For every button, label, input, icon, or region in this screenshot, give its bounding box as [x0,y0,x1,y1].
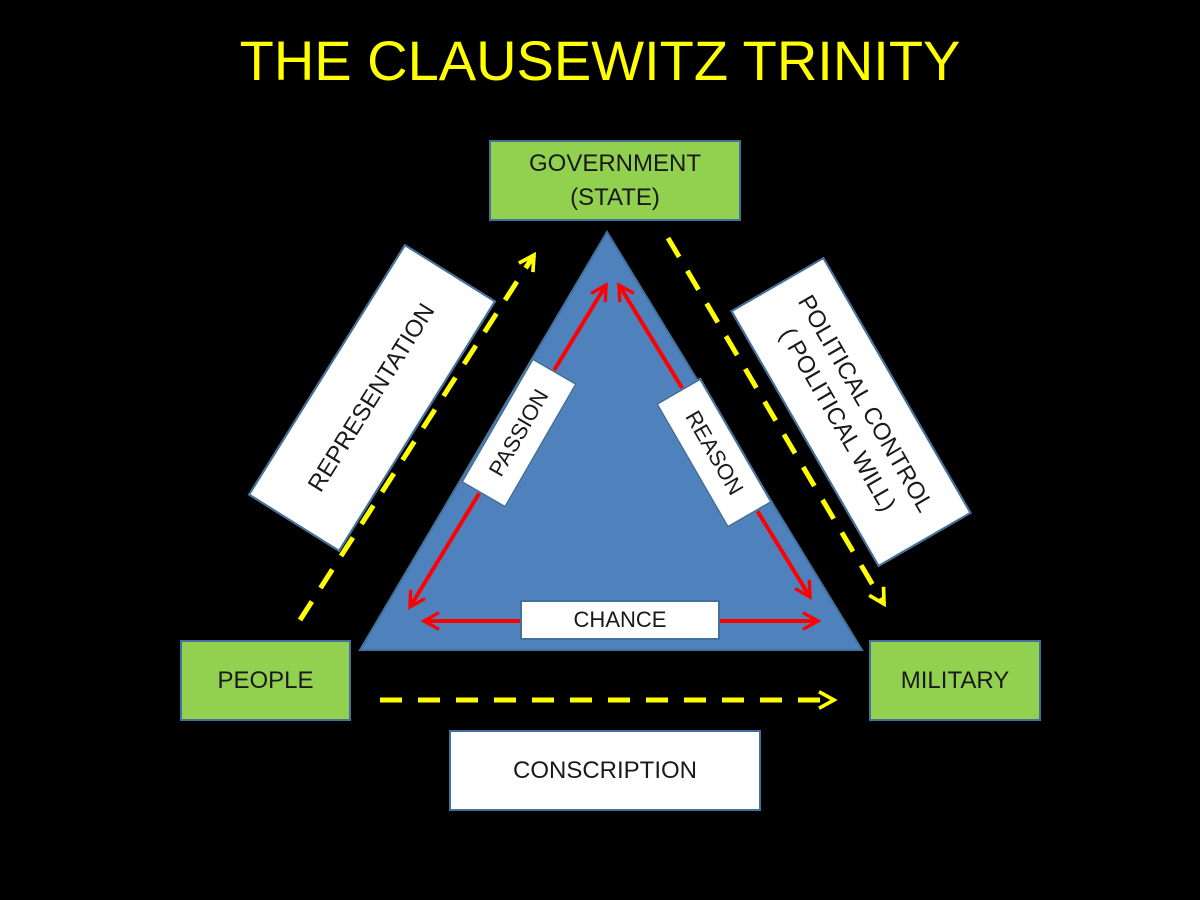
diagram-title: THE CLAUSEWITZ TRINITY [239,29,961,92]
military-label: MILITARY [900,666,1010,694]
government-label: GOVERNMENT [528,149,701,177]
military-node: MILITARY [869,640,1041,721]
conscription-label: CONSCRIPTION [512,756,697,784]
political-control-arrow [665,236,887,604]
state-label: (STATE) [570,183,660,211]
people-node: PEOPLE [180,640,351,721]
representation-arrow [297,255,537,622]
government-node: GOVERNMENT (STATE) [489,140,741,221]
chance-label: CHANCE [573,607,667,632]
people-label: PEOPLE [217,666,314,694]
conscription-box: CONSCRIPTION [449,730,761,811]
chance-box: CHANCE [520,600,720,640]
